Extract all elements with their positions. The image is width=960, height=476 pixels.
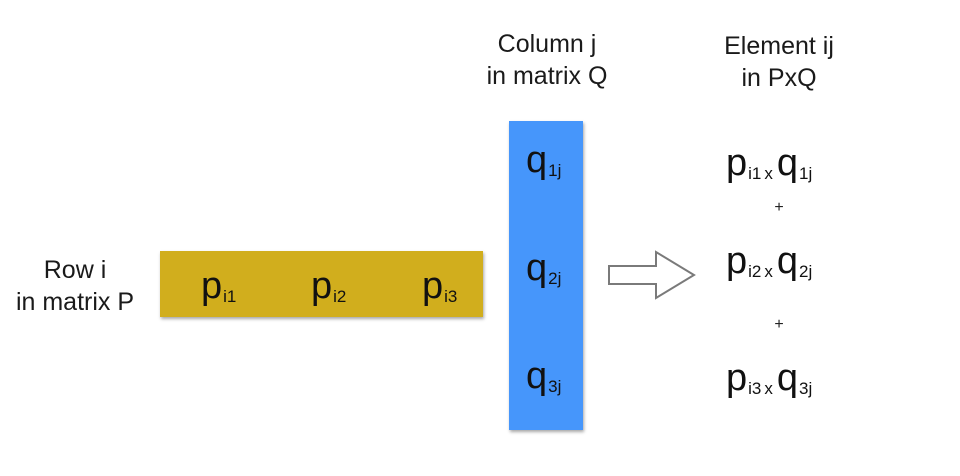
row-element-p-i2: pi2 bbox=[311, 265, 347, 307]
element-label: Element ij in PxQ bbox=[694, 30, 864, 94]
plus-sign-2: + bbox=[774, 316, 784, 333]
plus-sign-1: + bbox=[774, 199, 784, 216]
column-label-line-2: in matrix Q bbox=[486, 62, 608, 90]
element-label-line-1: Element ij bbox=[724, 32, 834, 60]
row-element-p-i1: pi1 bbox=[201, 265, 237, 307]
element-label-line-2: in PxQ bbox=[741, 64, 817, 92]
row-element-p-i3: pi3 bbox=[422, 265, 458, 307]
column-label: Column j in matrix Q bbox=[462, 28, 632, 92]
column-element-q-2j: q2j bbox=[526, 247, 562, 289]
column-element-q-1j: q1j bbox=[526, 139, 562, 181]
right-arrow-icon bbox=[608, 250, 696, 300]
row-label-line-2: in matrix P bbox=[15, 288, 135, 316]
column-label-line-1: Column j bbox=[497, 30, 597, 58]
row-vector-bar bbox=[160, 251, 483, 317]
column-element-q-3j: q3j bbox=[526, 355, 562, 397]
column-vector-bar bbox=[509, 121, 583, 430]
row-label: Row i in matrix P bbox=[0, 254, 150, 318]
row-label-line-1: Row i bbox=[43, 256, 107, 284]
